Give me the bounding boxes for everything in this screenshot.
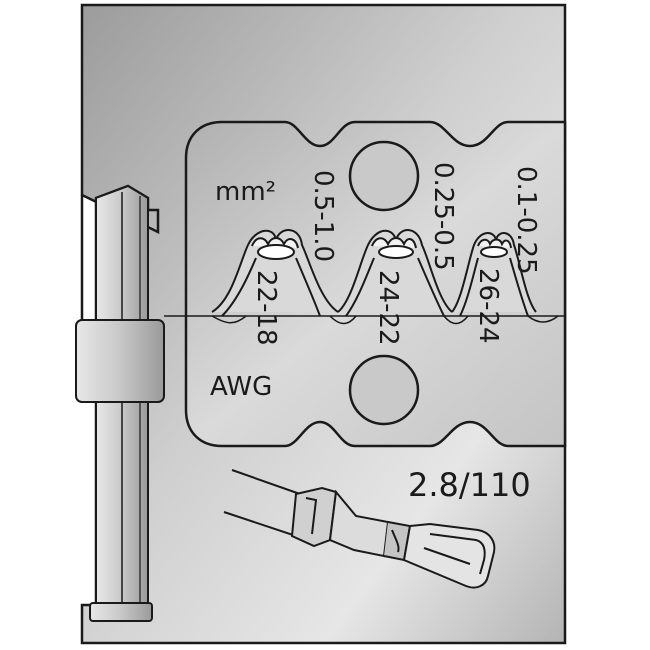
units-awg-label: AWG (210, 372, 272, 402)
profile-3-mm2-label: 0.1-0.25 (511, 166, 541, 275)
crimp-profile-2 (337, 229, 453, 317)
profile-2-awg-label: 24-22 (373, 270, 403, 346)
flat-terminal-illustration (223, 469, 496, 589)
profile-1-awg-label: 22-18 (251, 270, 281, 346)
alignment-hole-bottom (348, 354, 420, 426)
terminal-size-label: 2.8/110 (408, 466, 531, 504)
profile-base-edge (211, 315, 559, 325)
profile-1-mm2-label: 0.5-1.0 (308, 170, 338, 262)
profile-2-mm2-label: 0.25-0.5 (428, 162, 458, 271)
locating-pin (75, 184, 165, 622)
profile-3-awg-label: 26-24 (473, 268, 503, 344)
crimp-profile-3 (451, 232, 537, 317)
crimp-profile-1 (211, 229, 339, 317)
units-mm2-label: mm² (215, 177, 276, 207)
alignment-hole-top (348, 140, 420, 212)
